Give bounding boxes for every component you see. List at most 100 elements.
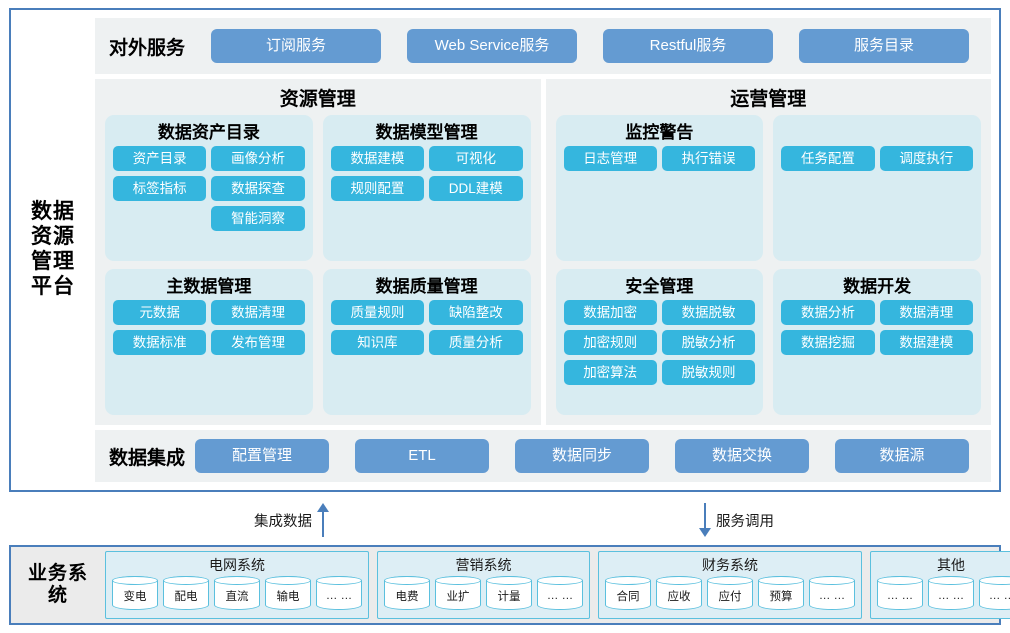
business-systems-title: 业务系统: [27, 562, 88, 606]
group-title-master-data-management: 主数据管理: [166, 277, 252, 296]
integration-button-etl[interactable]: ETL: [355, 439, 490, 473]
db-cylinder-icon-distribution: 配电: [163, 576, 209, 610]
chip-data-modeling[interactable]: 数据建模: [330, 146, 425, 171]
chips-master-data-management: 元数据 数据清理 数据标准 发布管理: [113, 300, 305, 355]
chip-rule-config[interactable]: 规则配置: [330, 176, 425, 201]
db-cylinder-icon-substation: 变电: [112, 576, 158, 610]
chip-data-masking[interactable]: 数据脱敏: [661, 300, 756, 325]
chip-asset-catalog[interactable]: 资产目录: [113, 146, 207, 171]
chip-log-management[interactable]: 日志管理: [563, 146, 657, 171]
chip-quality-rule[interactable]: 质量规则: [330, 300, 425, 325]
db-cylinder-icon-other-1: … …: [877, 576, 923, 610]
db-label-distribution: 配电: [174, 591, 198, 603]
chip-tag-indicator[interactable]: 标签指标: [113, 176, 207, 201]
arrow-up-icon: [317, 503, 329, 537]
chip-quality-analysis[interactable]: 质量分析: [429, 330, 523, 355]
business-group-title-marketing: 营销系统: [455, 557, 512, 573]
external-services-title: 对外服务: [109, 37, 186, 59]
chip-data-discovery[interactable]: 数据探查: [211, 176, 305, 201]
chip-execution-error[interactable]: 执行错误: [661, 146, 756, 171]
service-button-restful[interactable]: Restful服务: [603, 29, 774, 63]
db-label-contract: 合同: [616, 591, 640, 603]
chip-data-cleaning[interactable]: 数据清理: [211, 300, 305, 325]
chip-smart-insight[interactable]: 智能洞察: [211, 206, 305, 231]
panel-title-resource-management: 资源管理: [279, 89, 356, 110]
panel-row-operation-1: 监控警告 日志管理 执行错误 任务配置 调度执行: [555, 115, 981, 261]
chip-ddl-modeling[interactable]: DDL建模: [429, 176, 523, 201]
db-label-other-2: … …: [937, 590, 965, 602]
chips-data-model-management: 数据建模 可视化 规则配置 DDL建模: [330, 146, 523, 201]
chip-publish-management[interactable]: 发布管理: [211, 330, 305, 355]
chip-encryption-algorithm[interactable]: 加密算法: [563, 360, 657, 385]
integration-button-config-management[interactable]: 配置管理: [195, 439, 330, 473]
db-label-more-grid: … …: [325, 590, 353, 602]
db-label-electricity-fee: 电费: [395, 591, 419, 603]
db-cylinder-icon-receivable: 应收: [656, 576, 702, 610]
integration-button-data-source[interactable]: 数据源: [835, 439, 970, 473]
chips-security-management: 数据加密 数据脱敏 加密规则 脱敏分析 加密算法 脱敏规则: [563, 300, 756, 385]
db-label-receivable: 应收: [667, 591, 691, 603]
group-title-data-quality-management: 数据质量管理: [375, 277, 478, 296]
chip-data-modeling-dev[interactable]: 数据建模: [879, 330, 973, 355]
service-button-subscription[interactable]: 订阅服务: [211, 29, 382, 63]
chip-defect-correction[interactable]: 缺陷整改: [429, 300, 523, 325]
group-data-asset-catalog: 数据资产目录 资产目录 画像分析 标签指标 数据探查 智能洞察: [105, 115, 313, 261]
db-cylinder-icon-metering: 计量: [486, 576, 532, 610]
service-button-catalog[interactable]: 服务目录: [799, 29, 970, 63]
business-group-power-grid: 电网系统 变电 配电 直流 输电 … …: [105, 551, 369, 619]
chips-monitoring-alert: 日志管理 执行错误: [563, 146, 756, 171]
db-cylinder-icon-budget: 预算: [758, 576, 804, 610]
connector-service-invocation: 服务调用: [699, 503, 774, 537]
platform-body: 对外服务 订阅服务 Web Service服务 Restful服务 服务目录 资…: [95, 10, 999, 490]
db-cylinder-icon-electricity-fee: 电费: [384, 576, 430, 610]
group-title-security-management: 安全管理: [625, 277, 694, 296]
business-group-finance: 财务系统 合同 应收 应付 预算 … …: [598, 551, 862, 619]
db-cylinder-icon-payable: 应付: [707, 576, 753, 610]
integration-button-data-exchange[interactable]: 数据交换: [675, 439, 810, 473]
management-panels: 资源管理 数据资产目录 资产目录 画像分析 标签指标 数据探查 智能洞察: [95, 79, 991, 425]
chip-data-cleaning-dev[interactable]: 数据清理: [879, 300, 973, 325]
chips-data-development: 数据分析 数据清理 数据挖掘 数据建模: [781, 300, 973, 355]
chips-task-scheduling: 任务配置 调度执行: [781, 146, 973, 171]
chip-task-config[interactable]: 任务配置: [781, 146, 875, 171]
group-title-data-model-management: 数据模型管理: [375, 123, 478, 142]
db-label-metering: 计量: [497, 591, 521, 603]
business-group-marketing: 营销系统 电费 业扩 计量 … …: [377, 551, 590, 619]
group-task-scheduling: 任务配置 调度执行: [773, 115, 981, 261]
chip-data-mining[interactable]: 数据挖掘: [781, 330, 875, 355]
chip-masking-analysis[interactable]: 脱敏分析: [661, 330, 756, 355]
arrow-down-icon: [699, 503, 711, 537]
db-cylinder-icon-business-expansion: 业扩: [435, 576, 481, 610]
chip-data-analysis[interactable]: 数据分析: [781, 300, 875, 325]
group-data-development: 数据开发 数据分析 数据清理 数据挖掘 数据建模: [773, 269, 981, 415]
integration-button-data-sync[interactable]: 数据同步: [515, 439, 650, 473]
db-label-dc: 直流: [225, 591, 249, 603]
db-label-other-1: … …: [886, 590, 914, 602]
chip-data-encryption[interactable]: 数据加密: [563, 300, 657, 325]
db-cylinder-icon-transmission: 输电: [265, 576, 311, 610]
connector-label-service-invocation: 服务调用: [716, 513, 774, 530]
db-cylinder-icon-dc: 直流: [214, 576, 260, 610]
chip-profile-analysis[interactable]: 画像分析: [211, 146, 305, 171]
business-group-title-power-grid: 电网系统: [209, 557, 265, 573]
chips-data-asset-catalog: 资产目录 画像分析 标签指标 数据探查 智能洞察: [113, 146, 305, 231]
chip-metadata[interactable]: 元数据: [113, 300, 207, 325]
data-resource-platform-frame: 数据资源管理平台 对外服务 订阅服务 Web Service服务 Restful…: [9, 8, 1001, 492]
chip-masking-rule[interactable]: 脱敏规则: [661, 360, 756, 385]
db-label-business-expansion: 业扩: [446, 591, 470, 603]
chip-visualization[interactable]: 可视化: [429, 146, 523, 171]
service-button-web-service[interactable]: Web Service服务: [407, 29, 578, 63]
chip-schedule-execution[interactable]: 调度执行: [879, 146, 973, 171]
connector-label-integrate-data: 集成数据: [254, 513, 312, 530]
chip-data-standard[interactable]: 数据标准: [113, 330, 207, 355]
panel-row-resource-1: 数据资产目录 资产目录 画像分析 标签指标 数据探查 智能洞察: [105, 115, 531, 261]
chip-knowledge-base[interactable]: 知识库: [330, 330, 425, 355]
platform-side-label-wrap: 数据资源管理平台: [11, 10, 95, 490]
business-group-title-other: 其他: [937, 557, 965, 573]
db-cylinder-icon-other-2: … …: [928, 576, 974, 610]
db-cylinder-icon-more-marketing: … …: [537, 576, 583, 610]
chip-encryption-rule[interactable]: 加密规则: [563, 330, 657, 355]
group-data-model-management: 数据模型管理 数据建模 可视化 规则配置 DDL建模: [322, 115, 531, 261]
data-integration-buttons: 配置管理 ETL 数据同步 数据交换 数据源: [195, 439, 991, 473]
